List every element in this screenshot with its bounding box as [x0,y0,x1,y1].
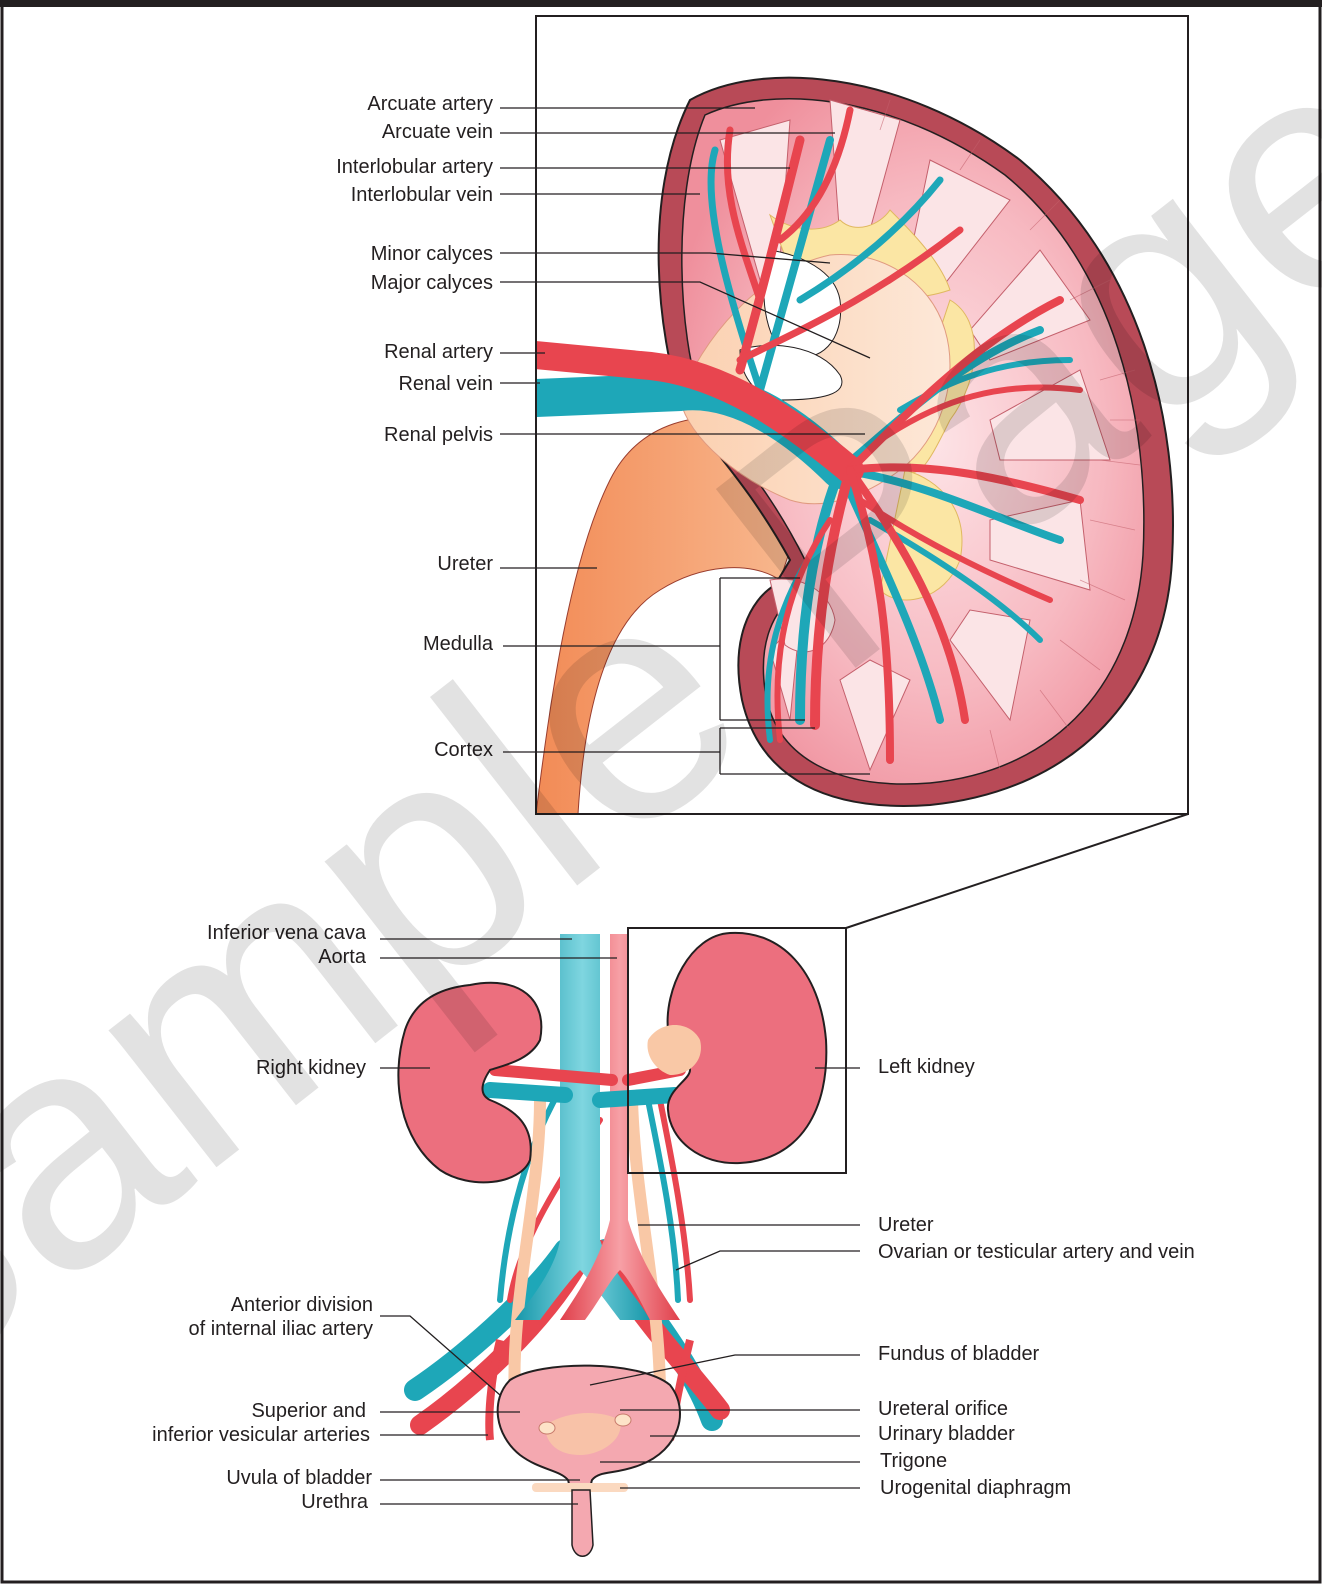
label-ovarian-artery-vein: Ovarian or testicular artery and vein [878,1241,1195,1263]
label-ureteral-orifice: Ureteral orifice [878,1398,1008,1420]
label-anterior-division-2: of internal iliac artery [188,1318,373,1340]
label-renal-artery: Renal artery [384,341,493,363]
label-ureter-top: Ureter [437,553,493,575]
label-anterior-division-1: Anterior division [231,1294,373,1316]
label-renal-vein: Renal vein [398,373,493,395]
label-renal-pelvis: Renal pelvis [384,424,493,446]
label-trigone: Trigone [880,1450,947,1472]
label-left-kidney: Left kidney [878,1056,975,1078]
label-urethra: Urethra [301,1491,369,1513]
label-arcuate-artery: Arcuate artery [367,93,493,115]
label-interlobular-artery: Interlobular artery [336,156,493,178]
label-superior-vesicular-1: Superior and [251,1400,366,1422]
label-urogenital-diaphragm: Urogenital diaphragm [880,1477,1071,1499]
label-major-calyces: Major calyces [371,272,493,294]
label-ureter-bottom: Ureter [878,1214,934,1236]
label-uvula-of-bladder: Uvula of bladder [226,1467,372,1489]
label-superior-vesicular-2: inferior vesicular arteries [152,1424,370,1446]
label-urinary-bladder: Urinary bladder [878,1423,1015,1445]
urethra-shape [572,1490,593,1556]
label-arcuate-vein: Arcuate vein [382,121,493,143]
zoom-connector [846,814,1188,928]
label-interlobular-vein: Interlobular vein [351,184,493,206]
label-fundus-of-bladder: Fundus of bladder [878,1343,1040,1365]
label-minor-calyces: Minor calyces [371,243,493,265]
